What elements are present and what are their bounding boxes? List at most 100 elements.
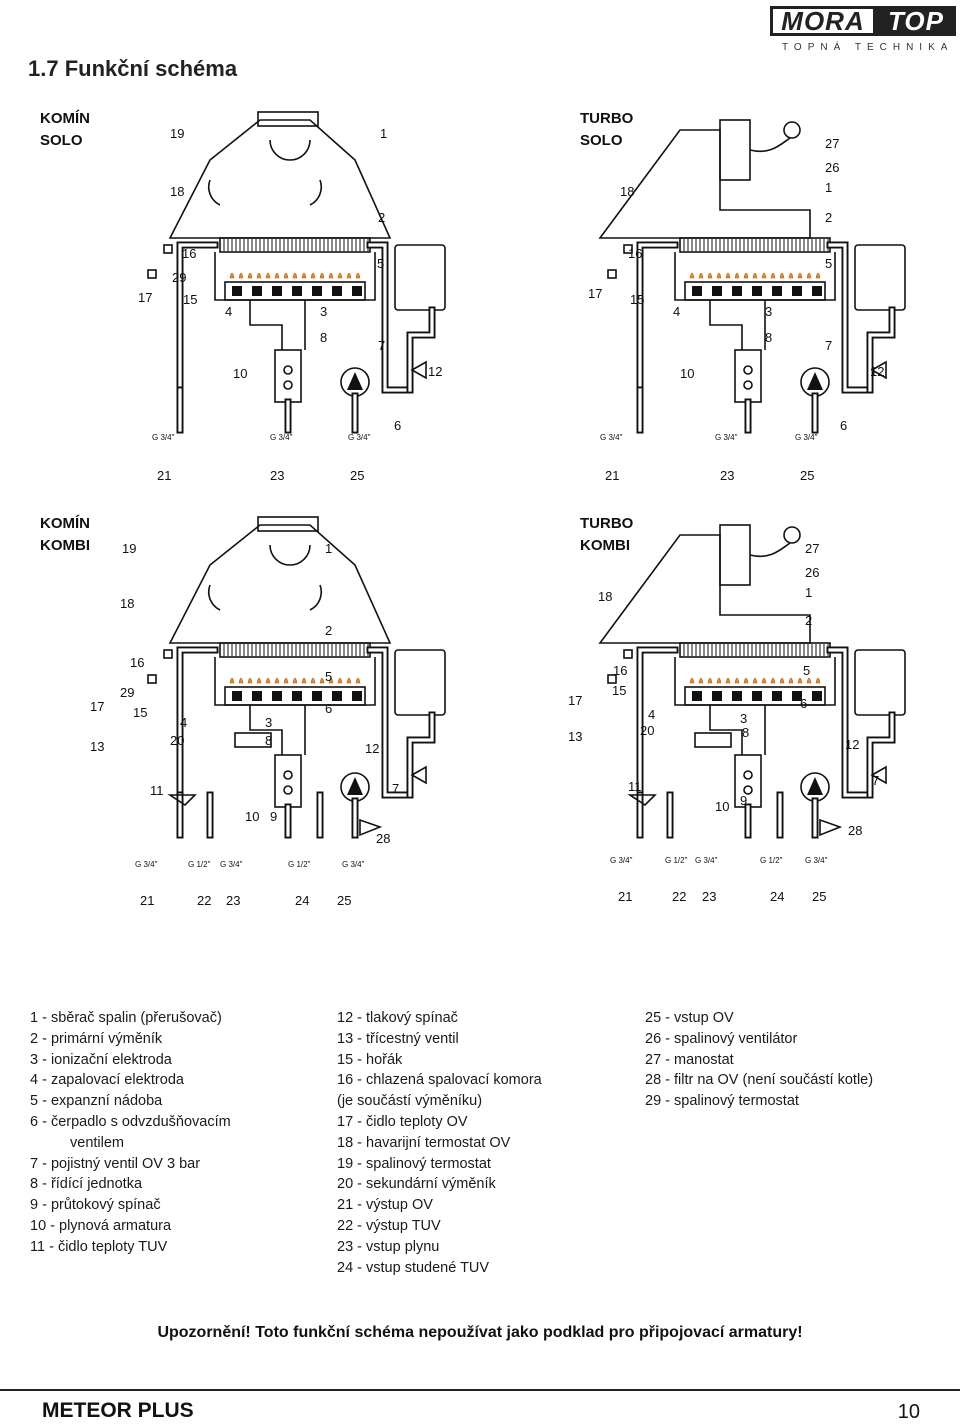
expansion-vessel bbox=[394, 649, 446, 716]
sensor-icon bbox=[623, 649, 633, 659]
callout-number: 21 bbox=[605, 468, 619, 483]
legend-item: 24 - vstup studené TUV bbox=[337, 1259, 490, 1276]
pipe-inner bbox=[408, 308, 434, 392]
flame-icon bbox=[770, 272, 776, 279]
gas-valve bbox=[274, 754, 302, 808]
callout-number: 3 bbox=[320, 304, 327, 319]
callout-number: 17 bbox=[588, 286, 602, 301]
flame-icon bbox=[797, 677, 803, 684]
legend-column-3: 25 - vstup OV 26 - spalinový ventilátor … bbox=[645, 1008, 873, 1112]
flame-icon bbox=[346, 272, 352, 279]
logo-tagline: TOPNÁ TECHNIKA bbox=[782, 42, 954, 53]
burner-nozzle bbox=[732, 691, 742, 701]
boiler-schematic bbox=[147, 516, 446, 839]
flame-icon bbox=[788, 677, 794, 684]
callout-number: 6 bbox=[840, 418, 847, 433]
burner bbox=[224, 281, 366, 301]
flame-icon bbox=[716, 272, 722, 279]
burner-nozzle bbox=[332, 286, 342, 296]
callout-number: 15 bbox=[630, 292, 644, 307]
legend-item: 26 - spalinový ventilátor bbox=[645, 1030, 798, 1047]
gas-valve-dial bbox=[283, 770, 293, 780]
flame-icon bbox=[256, 272, 262, 279]
flame-icon bbox=[743, 272, 749, 279]
pipe-inner bbox=[828, 243, 872, 392]
baffle-icon bbox=[309, 584, 323, 611]
callout-number: 1 bbox=[325, 541, 332, 556]
secondary-exchanger bbox=[694, 732, 732, 748]
flame-icon bbox=[292, 677, 298, 684]
burner-nozzle bbox=[712, 286, 722, 296]
burner-nozzle bbox=[732, 286, 742, 296]
flame-icon bbox=[806, 677, 812, 684]
connection-size-label: G 3/4" bbox=[805, 856, 828, 865]
safety-valve-icon bbox=[870, 360, 887, 380]
flame-icon bbox=[743, 677, 749, 684]
boiler-schematic bbox=[147, 111, 446, 434]
pipe-inner bbox=[368, 243, 412, 392]
baffle-icon bbox=[207, 179, 221, 206]
legend-item: 8 - řídící jednotka bbox=[30, 1176, 143, 1193]
pipe-inner bbox=[178, 648, 217, 797]
logo-wordmark: MORA TOP bbox=[770, 6, 956, 36]
pipe-inner bbox=[408, 713, 434, 797]
flame-icon bbox=[346, 677, 352, 684]
callout-number: 26 bbox=[825, 160, 839, 175]
logo-mora: MORA bbox=[770, 6, 876, 36]
legend-item: 2 - primární výměník bbox=[30, 1030, 163, 1047]
callout-number: 17 bbox=[90, 699, 104, 714]
baffle-icon bbox=[207, 584, 221, 611]
connection-size-label: G 3/4" bbox=[270, 433, 293, 442]
legend-column-1: 1 - sběrač spalin (přerušovač) 2 - primá… bbox=[30, 1008, 231, 1258]
callout-number: 12 bbox=[428, 364, 442, 379]
legend-item: 27 - manostat bbox=[645, 1051, 734, 1068]
flue-outlet bbox=[257, 111, 319, 127]
flame-icon bbox=[806, 272, 812, 279]
flue-outlet bbox=[257, 516, 319, 532]
connection-size-label: G 1/2" bbox=[665, 856, 688, 865]
gas-valve-dial bbox=[283, 365, 293, 375]
flame-icon bbox=[229, 677, 235, 684]
diagram-label: TURBO SOLO bbox=[580, 110, 634, 149]
connection-size-label: G 3/4" bbox=[795, 433, 818, 442]
callout-number: 2 bbox=[805, 613, 812, 628]
callout-number: 27 bbox=[825, 136, 839, 151]
callout-number: 24 bbox=[770, 889, 784, 904]
flame-icon bbox=[292, 272, 298, 279]
callout-number: 7 bbox=[378, 338, 385, 353]
callout-number: 21 bbox=[157, 468, 171, 483]
manostat-icon bbox=[783, 121, 801, 139]
flame-icon bbox=[310, 272, 316, 279]
callout-number: 1 bbox=[805, 585, 812, 600]
page-title: 1.7 Funkční schéma bbox=[28, 56, 238, 81]
callout-number: 18 bbox=[598, 589, 612, 604]
callout-number: 23 bbox=[270, 468, 284, 483]
secondary-exchanger bbox=[234, 732, 272, 748]
burner-nozzle bbox=[292, 691, 302, 701]
callout-number: 17 bbox=[568, 693, 582, 708]
callout-number: 16 bbox=[628, 246, 642, 261]
callout-number: 25 bbox=[337, 893, 351, 908]
callout-number: 16 bbox=[130, 655, 144, 670]
callout-number: 8 bbox=[320, 330, 327, 345]
callout-number: 4 bbox=[648, 707, 655, 722]
pipe-inner bbox=[178, 243, 217, 392]
burner-nozzle bbox=[252, 286, 262, 296]
burner-nozzle bbox=[792, 691, 802, 701]
callout-number: 12 bbox=[845, 737, 859, 752]
flame-icon bbox=[328, 272, 334, 279]
callout-number: 21 bbox=[618, 889, 632, 904]
sensor-icon bbox=[607, 269, 617, 279]
sensor-icon bbox=[607, 674, 617, 684]
callout-number: 4 bbox=[225, 304, 232, 319]
sensor-icon bbox=[147, 269, 157, 279]
callout-number: 29 bbox=[120, 685, 134, 700]
flame-icon bbox=[698, 272, 704, 279]
electrode-lead bbox=[249, 705, 306, 755]
callout-number: 7 bbox=[392, 781, 399, 796]
callout-number: 11 bbox=[628, 779, 642, 794]
burner bbox=[224, 686, 366, 706]
connection-size-label: G 3/4" bbox=[715, 433, 738, 442]
